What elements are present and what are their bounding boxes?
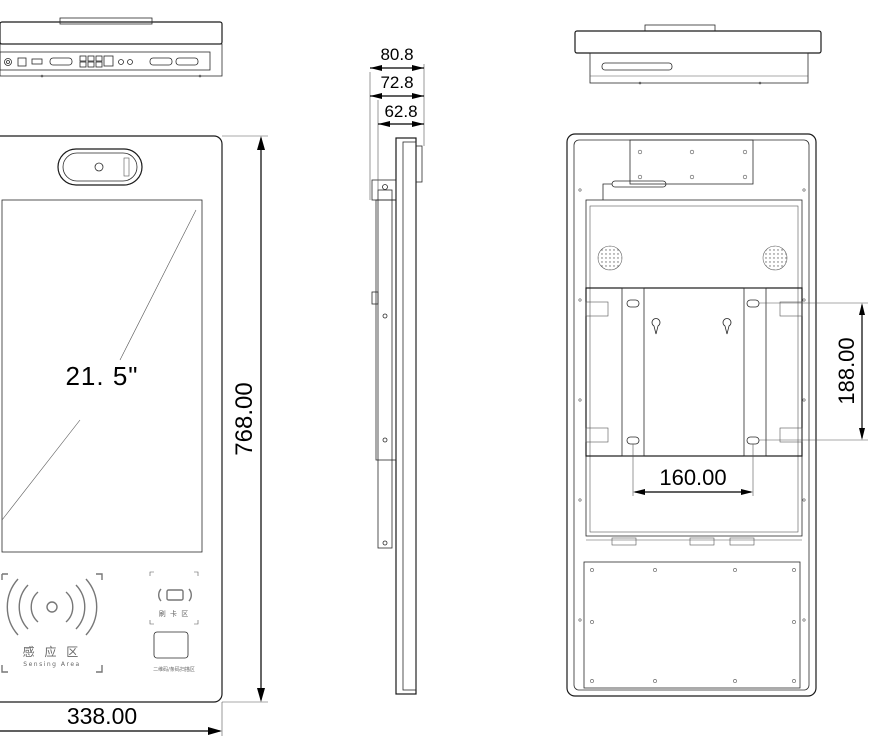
vesa-horizontal-label: 160.00	[659, 465, 726, 490]
vesa-vertical-dimension: 188.00	[759, 302, 868, 441]
vesa-horizontal-dimension: 160.00	[632, 444, 754, 496]
depth-dim-2: 72.8	[380, 73, 413, 92]
right-speaker-grill	[762, 245, 788, 271]
nfc-zone-label: 感 应 区	[23, 644, 82, 659]
nfc-zone-sublabel: Sensing Area	[23, 661, 80, 668]
nfc-sensing-area: 感 应 区 Sensing Area	[1, 573, 103, 673]
vesa-vertical-label: 188.00	[834, 337, 859, 404]
front-height-dimension: 768.00	[222, 135, 268, 703]
qr-zone-label: 二维码/条码扫描区	[153, 666, 195, 673]
rear-top-edge-view	[574, 24, 822, 85]
depth-dim-1: 80.8	[380, 45, 413, 64]
front-height-label: 768.00	[231, 382, 258, 455]
qr-scanner-area: 二维码/条码扫描区	[153, 631, 195, 673]
front-width-label: 338.00	[67, 703, 137, 729]
front-width-dimension: 338.00	[0, 702, 223, 736]
nfc-wave-icon	[6, 578, 98, 636]
card-reader-icon	[158, 588, 192, 602]
rear-view	[566, 133, 817, 697]
side-depth-dimensions: 80.8 72.8 62.8	[369, 45, 425, 200]
side-view	[371, 137, 423, 695]
front-top-edge-view	[0, 17, 223, 78]
front-view: 感 应 区 Sensing Area 刷 卡 区 二维码/条码扫描区 21. 5…	[0, 135, 223, 703]
screen-size-label: 21. 5"	[65, 361, 138, 391]
left-speaker-grill	[597, 245, 623, 271]
card-zone-label: 刷 卡 区	[159, 609, 189, 618]
depth-dim-3: 62.8	[384, 102, 417, 121]
card-swipe-area: 刷 卡 区	[149, 571, 199, 625]
